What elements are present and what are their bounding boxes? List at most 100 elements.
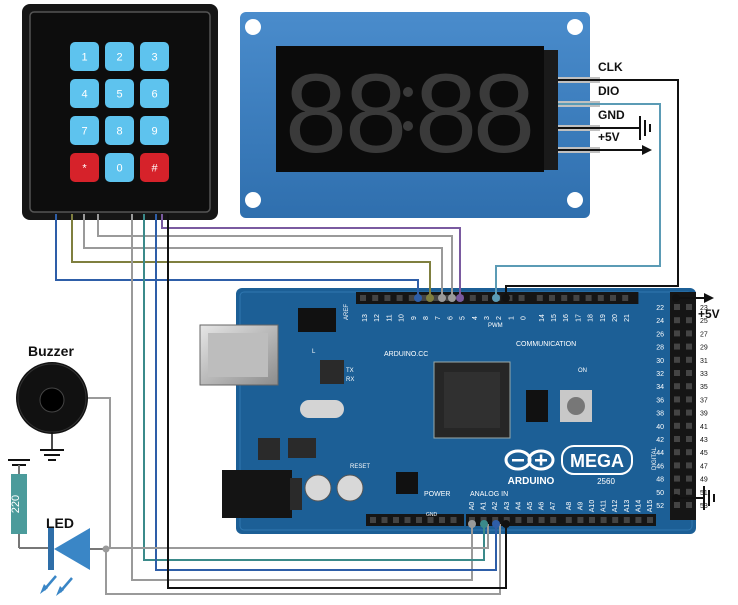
keypad-key-label: 3 — [151, 52, 157, 64]
led — [19, 528, 106, 596]
crystal — [300, 400, 344, 418]
digital-pin-label: 26 — [656, 331, 664, 338]
header-pin-label: 6 — [447, 316, 454, 320]
wire-keypad-7 — [143, 214, 485, 561]
keypad-key — [140, 79, 169, 108]
header-pin — [573, 295, 580, 301]
buzzer — [16, 362, 88, 461]
display-pin-label: DIO — [598, 84, 619, 98]
header-pin — [433, 295, 440, 301]
digital-pin-label: 45 — [700, 450, 708, 457]
header-pin — [674, 409, 680, 416]
keypad-key — [105, 79, 134, 108]
keypad-key-label: 5 — [116, 89, 122, 101]
header-pin-label: 12 — [374, 314, 381, 322]
keypad-key-label: 1 — [81, 52, 87, 64]
header-pin — [647, 517, 653, 523]
keypad-key — [70, 42, 99, 71]
analog-pin-label: A10 — [589, 500, 596, 513]
header-pin — [674, 383, 680, 390]
header-pin — [589, 517, 595, 523]
l-led-label: L — [312, 349, 316, 355]
digital-pin-label: 34 — [656, 384, 664, 391]
keypad-key — [70, 79, 99, 108]
header-pin — [686, 343, 692, 350]
header-pin — [408, 295, 415, 301]
wire-analog-black — [167, 214, 507, 589]
header-pin — [360, 295, 366, 301]
display-digit: 8 — [285, 51, 347, 176]
wire-buzzer — [88, 397, 489, 549]
analog-pin-label: A8 — [566, 502, 573, 511]
keypad-key-label: 2 — [116, 52, 122, 64]
header-pin — [577, 517, 584, 523]
header-pin — [674, 449, 680, 456]
header-pin — [686, 436, 692, 442]
header-pin — [686, 409, 692, 416]
header-pin — [635, 517, 642, 523]
header-pin — [686, 475, 692, 482]
header-pin — [384, 295, 391, 301]
header-pin — [372, 295, 379, 301]
header-pin — [518, 295, 525, 301]
wire-keypad-5 — [55, 214, 419, 298]
header-pin — [538, 517, 545, 523]
keypad-key-label: 6 — [151, 89, 157, 101]
header-pin — [674, 356, 680, 363]
on-led-label: ON — [578, 368, 587, 374]
digital-pin-label: 38 — [656, 411, 664, 418]
wire-keypad-8 — [155, 214, 497, 571]
communication-label: COMMUNICATION — [516, 341, 576, 348]
wire-keypad-3 — [83, 214, 443, 298]
capacitor — [336, 474, 364, 502]
header-pin — [674, 462, 680, 469]
capacitor — [304, 474, 332, 502]
header-pin-label: 5 — [460, 316, 467, 320]
header-pin — [427, 517, 434, 523]
header-pin — [503, 517, 510, 523]
keypad-key — [70, 116, 99, 145]
wire-keypad-4 — [71, 214, 431, 298]
digital-pin-label: 46 — [656, 463, 664, 470]
header-pin — [439, 517, 445, 523]
connection-points — [414, 294, 680, 528]
wire-keypad-6 — [131, 214, 473, 581]
digital-pin-label: 52 — [656, 503, 664, 510]
header-pin — [686, 330, 692, 337]
digital-pin-label: 43 — [700, 437, 708, 444]
header-pin — [536, 295, 543, 301]
digital-pin-label: 36 — [656, 397, 664, 404]
digital-pin-label: 49 — [700, 477, 708, 484]
display-digit: 8 — [473, 51, 535, 176]
keypad-key — [140, 42, 169, 71]
header-pin — [585, 295, 592, 301]
wire-led — [105, 524, 501, 595]
mount-hole — [245, 19, 261, 35]
header-pin-label: 19 — [600, 314, 607, 322]
display-pin-label: CLK — [598, 60, 623, 74]
resistor — [8, 459, 30, 548]
header-pin — [469, 295, 476, 301]
keypad-key-label: 7 — [81, 126, 87, 138]
header-pin — [686, 317, 692, 324]
header-pin-label: 17 — [575, 314, 582, 322]
header-pin-label: 15 — [551, 314, 558, 322]
header-pin — [492, 517, 499, 523]
keypad-key — [105, 116, 134, 145]
header-pin — [416, 517, 422, 523]
header-pin — [686, 383, 692, 390]
digital-pin-label: 31 — [700, 358, 708, 365]
display-digit: 8 — [415, 51, 477, 176]
colon-dot — [403, 87, 413, 97]
digital-pin-label: 41 — [700, 424, 708, 431]
board-brand-label: ARDUINO — [508, 476, 555, 487]
header-pin — [686, 370, 692, 376]
aref-label: AREF — [344, 304, 350, 320]
rx-label: RX — [346, 377, 354, 383]
wire-dio — [495, 103, 661, 298]
arduino-logo — [504, 445, 633, 475]
